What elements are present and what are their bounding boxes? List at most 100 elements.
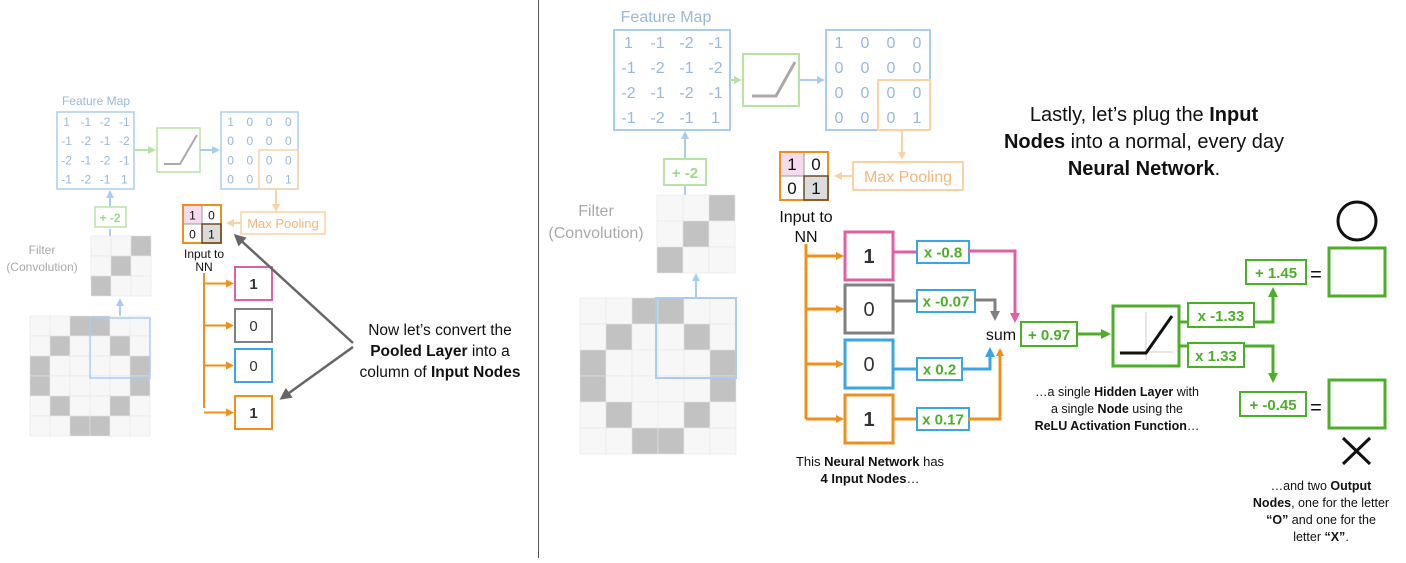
image-pixel (657, 401, 685, 429)
filter-label: Filter (29, 243, 56, 257)
image-pixel (49, 315, 71, 337)
right-title-line-2: Nodes into a normal, every day (964, 129, 1324, 156)
relu-term: ReLU Activation Function (1034, 419, 1187, 433)
relu-curve-hidden (1120, 315, 1174, 355)
connection-cyan (962, 347, 995, 371)
grid-cell-value: -1 (119, 115, 130, 129)
hidden-bias-label: + 0.97 (1028, 327, 1070, 344)
image-pixel (49, 415, 71, 437)
input-node (234, 395, 273, 430)
filter-label-right-2: (Convolution) (548, 225, 643, 242)
grid-cell-value: 0 (835, 85, 844, 102)
output-caption-line-4-plain: letter (1293, 530, 1325, 544)
grid-cell-value: 0 (266, 115, 273, 129)
output-node-x (1327, 378, 1387, 430)
filter-label-right: Filter (578, 203, 614, 220)
grid-cell-value: 0 (247, 134, 254, 148)
grid-cell-value: 0 (861, 110, 870, 127)
filter-grid-right (656, 194, 736, 274)
input-node-value: 1 (249, 276, 257, 293)
equals-sign-2: = (1310, 397, 1322, 419)
image-pixel (90, 235, 112, 257)
grid-cell-value: 0 (247, 115, 254, 129)
weight-value: x 0.17 (922, 412, 964, 429)
image-pixel (656, 220, 684, 248)
output-term: Output (1330, 479, 1372, 493)
image-pixel (129, 375, 151, 397)
image-pixel (49, 395, 71, 417)
grid-cell-value: -2 (100, 115, 111, 129)
image-pixel (109, 375, 131, 397)
image-pixel (109, 415, 131, 437)
left-panel: Feature Map 1-1-2-1-1-2-1-2-2-1-2-1-1-2-… (6, 94, 354, 437)
image-pixel (631, 349, 659, 377)
image-pixel (631, 297, 659, 325)
pooling-window-right (877, 79, 931, 131)
grid-cell-value: 1 (63, 115, 70, 129)
right-title-input-term: Input (1209, 104, 1259, 126)
output-caption-line-2: Nodes, one for the letter (1236, 495, 1406, 512)
hidden-caption-line-1: …a single Hidden Layer with (1022, 384, 1212, 401)
image-pixel (89, 395, 111, 417)
image-pixel (657, 323, 685, 351)
pooled-cell (803, 151, 829, 177)
output-caption-line-4-rest: . (1345, 530, 1349, 544)
filter-grid (90, 235, 152, 297)
output-weight-box-1 (1187, 302, 1255, 328)
input-node-value: 1 (863, 409, 874, 431)
connection-gray (974, 298, 1000, 321)
image-pixel (69, 315, 91, 337)
image-pixel (579, 427, 607, 455)
input-image-grid (29, 315, 151, 437)
image-pixel (682, 194, 710, 222)
image-pixel (69, 415, 91, 437)
grid-cell-value: 0 (285, 153, 292, 167)
output-caption-line-3-rest: and one for the (1288, 513, 1376, 527)
image-pixel (49, 335, 71, 357)
image-pixel (579, 349, 607, 377)
grid-cell-value: 0 (887, 35, 896, 52)
grid-cell-value: 0 (266, 173, 273, 187)
image-pixel (683, 349, 711, 377)
left-caption-line-1: Now let’s convert the (368, 322, 512, 339)
grid-cell-value: 0 (835, 110, 844, 127)
hidden-caption-line-1-rest: with (1173, 385, 1199, 399)
grid-cell-value: 0 (861, 60, 870, 77)
image-pixel (709, 427, 737, 455)
left-caption-line-3-plain: column of (359, 364, 431, 381)
grid-cell-value: 0 (887, 85, 896, 102)
grid-cell-value: -2 (679, 35, 693, 52)
grid-cell-value: 1 (285, 173, 292, 187)
image-pixel (683, 297, 711, 325)
image-pixel (129, 355, 151, 377)
weight-labels: x -0.8x -0.07x 0.2x 0.17 (893, 240, 976, 431)
letter-o-icon (1336, 200, 1378, 242)
grid-cell-value: 0 (285, 115, 292, 129)
image-pixel (709, 297, 737, 325)
bias-box (94, 206, 127, 228)
feature-map-title-right: Feature Map (621, 9, 712, 26)
hidden-caption-line-3-rest: … (1186, 419, 1200, 433)
output-caption-line-1-plain: …and two (1270, 479, 1331, 493)
image-pixel (605, 375, 633, 403)
letter-x-icon (1341, 436, 1372, 466)
hidden-caption: …a single Hidden Layer with a single Nod… (1022, 384, 1212, 435)
image-pixel (709, 349, 737, 377)
pooled-cell (779, 175, 805, 201)
right-title-line-1: Lastly, let’s plug the Input (964, 102, 1324, 129)
grid-cell-value: 0 (835, 60, 844, 77)
right-title-line-2-plain: into a normal, every day (1065, 131, 1285, 153)
pooled-cell-value: 1 (208, 227, 215, 241)
equals-sign-1: = (1310, 264, 1322, 286)
image-pixel (579, 297, 607, 325)
grid-cell-value: -2 (621, 85, 635, 102)
output-weight-1: x -1.33 (1198, 308, 1245, 325)
pooling-window (258, 149, 299, 190)
nn-caption-line-2-rest: … (906, 471, 920, 486)
grid-cell-value: -1 (61, 134, 72, 148)
filter-window (655, 297, 737, 379)
image-pixel (708, 220, 736, 248)
